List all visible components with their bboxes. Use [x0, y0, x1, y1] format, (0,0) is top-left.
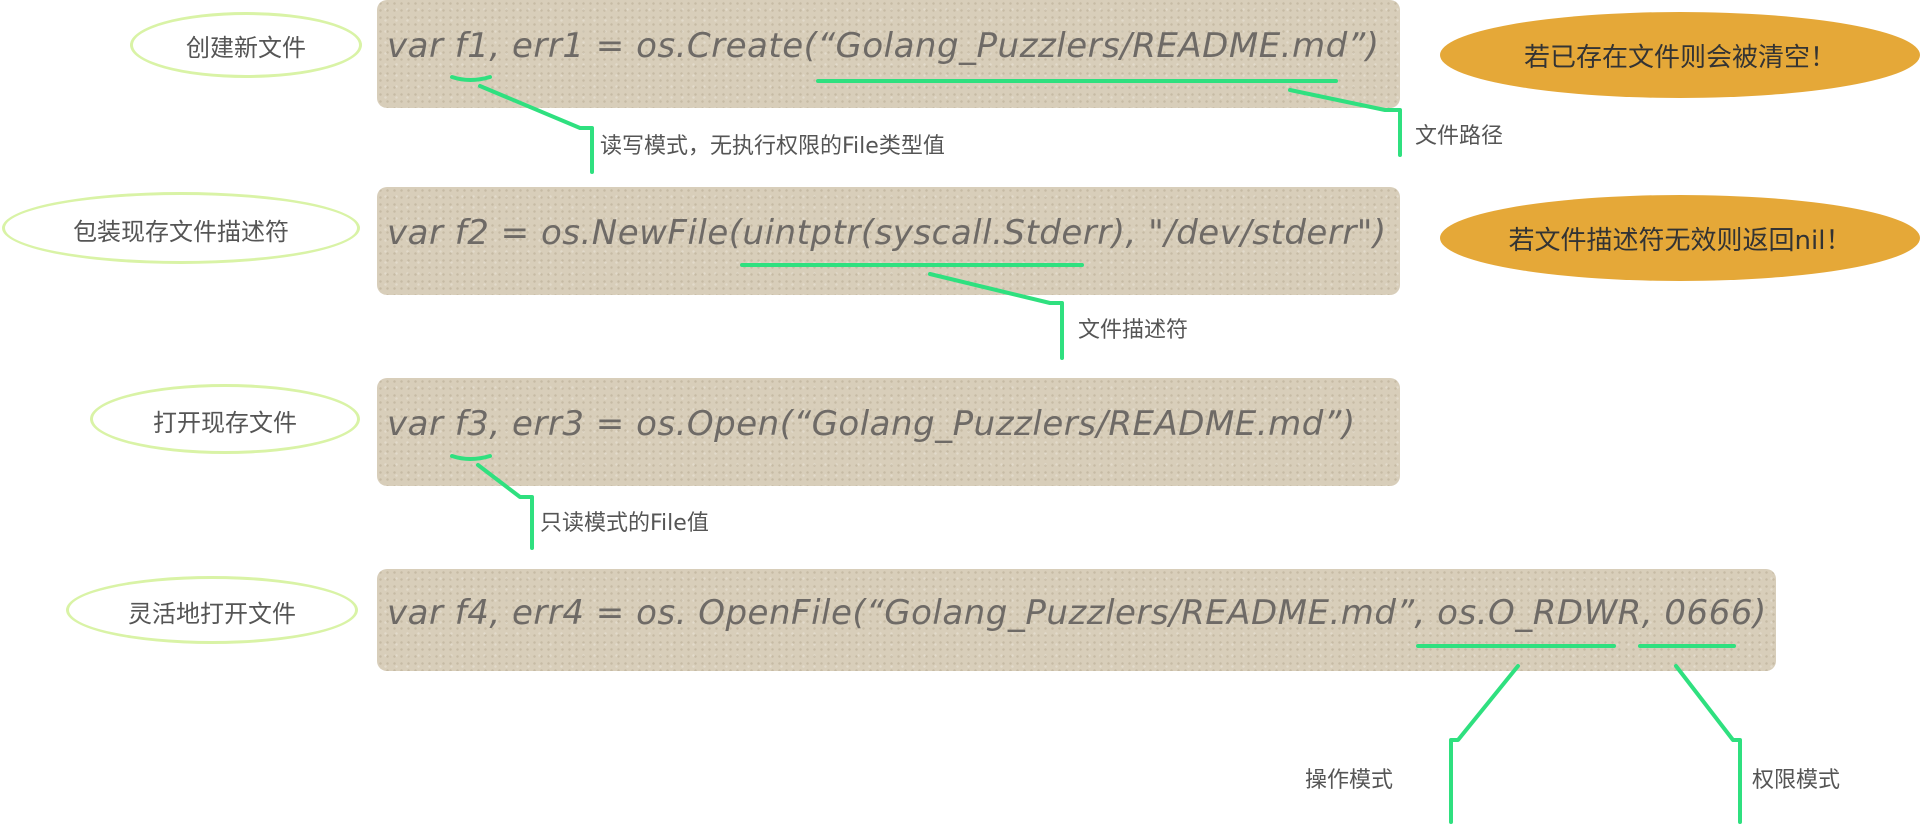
- row2-code-box: [377, 187, 1400, 295]
- row3-code-box: [377, 378, 1400, 486]
- row1-annotation-file-value: 读写模式，无执行权限的File类型值: [600, 134, 945, 159]
- row2-note: 若文件描述符无效则返回nil！: [1440, 195, 1920, 281]
- row3-underline-f3: [450, 454, 492, 461]
- row3-label: 打开现存文件: [153, 409, 297, 437]
- row4-connector-mode: [1449, 664, 1520, 824]
- row1-code: var f1, err1 = os.Create(“Golang_Puzzler…: [387, 26, 1380, 66]
- row1-code-box: [377, 0, 1400, 108]
- row3-annotation-readonly: 只读模式的File值: [540, 511, 709, 536]
- row2-connector-fd: [928, 272, 1064, 360]
- row2-label: 包装现存文件描述符: [73, 218, 289, 246]
- row1-label: 创建新文件: [186, 34, 306, 62]
- row4-code: var f4, err4 = os. OpenFile(“Golang_Puzz…: [387, 593, 1767, 633]
- row3-code: var f3, err3 = os.Open(“Golang_Puzzlers/…: [387, 404, 1356, 444]
- row3-connector-f3: [476, 463, 534, 550]
- row1-connector-path: [1288, 88, 1402, 157]
- row3-label-ellipse: [90, 384, 360, 454]
- row1-connector-f1: [478, 84, 594, 174]
- row1-label-ellipse: [130, 12, 362, 78]
- row4-connector-perm: [1674, 664, 1742, 824]
- row4-annotation-op-mode: 操作模式: [1305, 768, 1394, 793]
- row4-code-box: [377, 569, 1776, 671]
- row4-label: 灵活地打开文件: [128, 600, 296, 628]
- row2-label-ellipse: [2, 192, 360, 264]
- row1-underline-f1: [450, 75, 492, 82]
- row4-annotation-perm-mode: 权限模式: [1752, 768, 1841, 793]
- row1-note: 若已存在文件则会被清空！: [1440, 12, 1920, 98]
- row4-label-ellipse: [66, 576, 358, 644]
- row2-code: var f2 = os.NewFile(uintptr(syscall.Stde…: [387, 213, 1387, 253]
- row2-annotation-fd: 文件描述符: [1078, 318, 1189, 343]
- row1-annotation-path: 文件路径: [1415, 124, 1504, 149]
